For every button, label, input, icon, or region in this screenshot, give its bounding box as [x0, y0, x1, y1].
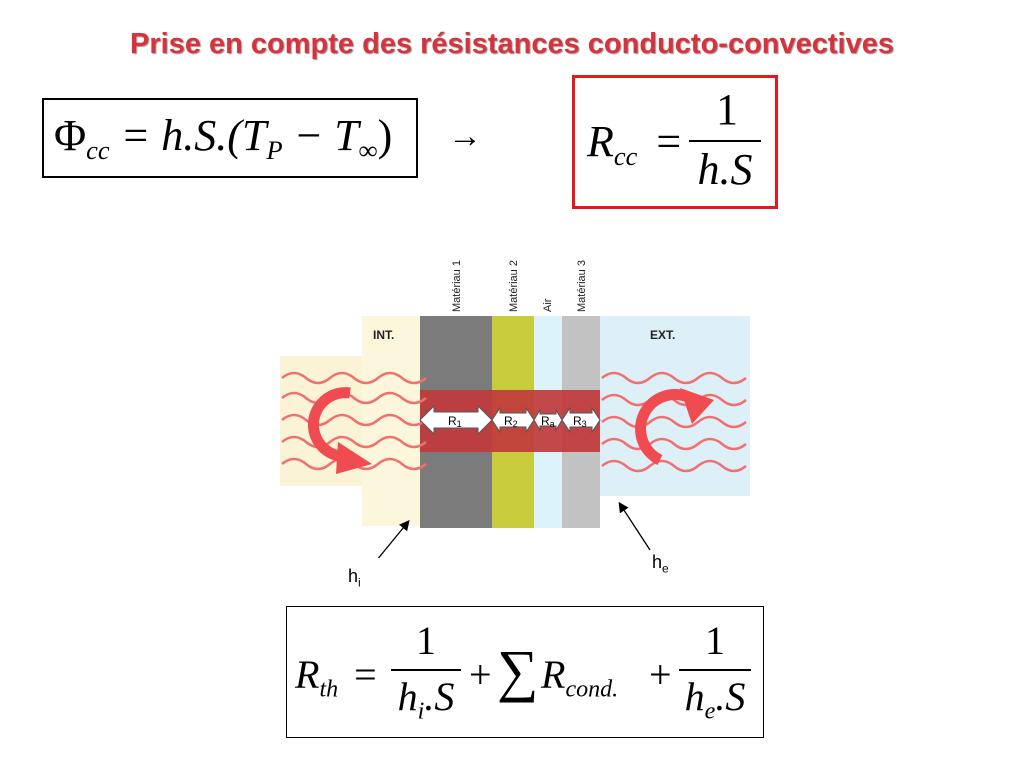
- layer-label-materiau-2: Matériau 2: [508, 260, 520, 312]
- heat-waves: [281, 371, 747, 473]
- int-label: INT.: [373, 328, 394, 342]
- rth-lhs: Rth =: [295, 651, 377, 703]
- he-label: he: [652, 552, 669, 576]
- rcc-numerator: 1: [716, 85, 738, 134]
- sum-icon: ∑: [497, 638, 539, 703]
- rcc-equals: =: [656, 117, 682, 166]
- rcc-lhs: Rcc =: [587, 116, 681, 172]
- wall-diagram: R1 R2 Ra R3 INT. EXT. Matériau 1 Matéria…: [280, 260, 750, 558]
- convection-cycle-ext-icon: [635, 389, 693, 465]
- hi-label: hi: [348, 566, 361, 590]
- rth-den2: he.S: [684, 674, 746, 725]
- equation-rcc-box: Rcc = 1 h.S: [572, 75, 778, 209]
- rth-num2: 1: [705, 618, 725, 663]
- convection-arrowhead-ext-icon: [680, 388, 714, 424]
- convection-cycle-int-icon: [307, 387, 354, 463]
- layer-label-materiau-1: Matériau 1: [451, 260, 463, 312]
- hi-pointer: [377, 519, 410, 558]
- rth-den1: hi.S: [397, 674, 455, 725]
- resistance-r3: R3: [573, 414, 587, 429]
- rcc-subscript: cc: [613, 141, 638, 172]
- resistance-r2: R2: [504, 414, 518, 429]
- layer-label-materiau-3: Matériau 3: [576, 260, 588, 312]
- rth-plus-1: +: [469, 652, 492, 697]
- rcc-r: R: [587, 117, 614, 166]
- rth-plus-2: +: [649, 652, 672, 697]
- resistance-ra: Ra: [541, 414, 555, 429]
- flux-rhs-a: = h.S.(T: [120, 111, 267, 160]
- rth-r: R: [295, 652, 320, 697]
- flux-rhs-b: − T: [282, 111, 359, 160]
- equation-flux-box: Φcc = h.S.(TP − T∞): [42, 98, 418, 178]
- he-pointer: [618, 501, 651, 551]
- equation-flux: Φcc = h.S.(TP − T∞): [54, 110, 392, 166]
- phi-subscript: cc: [86, 135, 110, 166]
- tp-subscript: P: [266, 135, 283, 166]
- resistance-r1: R1: [448, 414, 462, 429]
- phi-symbol: Φ: [54, 111, 87, 160]
- slide-title: Prise en compte des résistances conducto…: [130, 28, 894, 60]
- layer-label-air: Air: [542, 298, 554, 312]
- rcc-denominator: h.S: [697, 145, 753, 194]
- int-zone-upper: [362, 316, 420, 526]
- flux-close: ): [377, 111, 393, 160]
- ext-label: EXT.: [650, 328, 675, 342]
- rth-fraction-bar-1: [391, 669, 461, 671]
- equation-rth-box: Rth = 1 hi.S + ∑ Rcond. + 1 he.S: [286, 606, 764, 738]
- rth-equals: =: [354, 652, 377, 697]
- tinf-subscript: ∞: [358, 135, 378, 166]
- arrow-right-icon: →: [448, 118, 482, 155]
- convection-arrowhead-int-icon: [336, 442, 372, 474]
- rcc-fraction-bar: [689, 140, 761, 142]
- rth-subscript: th: [319, 676, 339, 703]
- rth-rcond: Rcond.: [541, 652, 619, 703]
- rth-num1: 1: [416, 618, 436, 663]
- rth-fraction-bar-2: [679, 669, 751, 671]
- resistance-arrows: [419, 404, 601, 436]
